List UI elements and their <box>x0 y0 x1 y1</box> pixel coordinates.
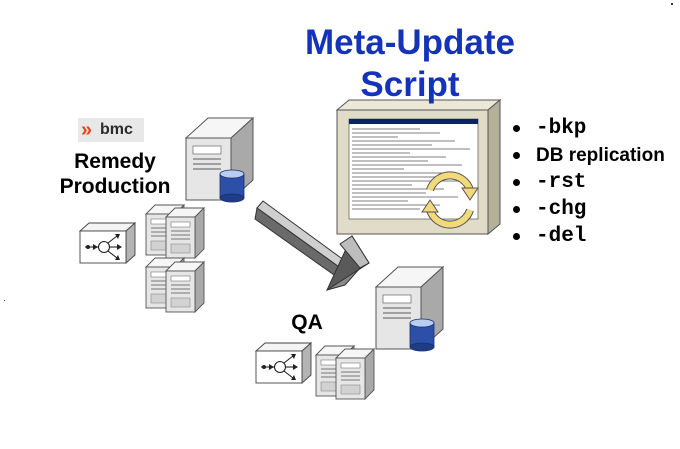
qa-server-rack-icon <box>315 345 375 400</box>
qa-label: QA <box>291 311 323 334</box>
bmc-logo-text: bmc <box>100 121 133 138</box>
option-item-db-replication: DB replication <box>512 142 665 169</box>
production-label-line-2: Production <box>59 175 171 198</box>
production-db-server-icon <box>185 117 254 203</box>
stray-mark <box>4 300 5 301</box>
script-options-list: -bkp DB replication -rst -chg -del <box>512 115 665 250</box>
bmc-logo: » bmc <box>78 118 144 142</box>
title-line-2: Script <box>360 65 460 104</box>
stray-mark <box>671 3 673 5</box>
option-item-chg: -chg <box>512 196 665 223</box>
qa-network-switch-icon <box>255 342 312 384</box>
qa-db-server-icon <box>375 266 444 352</box>
option-item-rst: -rst <box>512 169 665 196</box>
production-label: Remedy Production <box>40 149 190 199</box>
arrow-icon <box>254 200 370 292</box>
option-item-del: -del <box>512 223 665 250</box>
title-line-1: Meta-Update <box>304 23 516 62</box>
console-window-icon <box>335 98 502 236</box>
option-item-bkp: -bkp <box>512 115 665 142</box>
production-network-switch-icon <box>79 222 136 264</box>
refresh-cycle-icon <box>421 171 479 229</box>
production-server-rack-icon <box>145 204 205 313</box>
production-label-line-1: Remedy <box>74 150 156 173</box>
bmc-logo-mark-icon: » <box>81 119 93 141</box>
diagram-title: Meta-Update Script <box>250 22 570 106</box>
